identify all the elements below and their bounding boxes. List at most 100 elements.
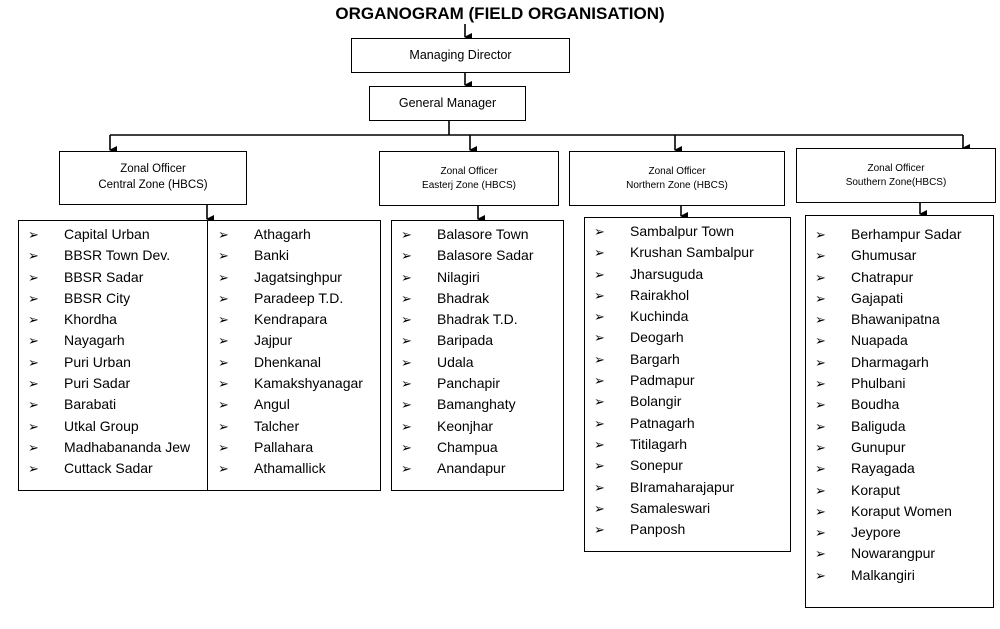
list-item: ➢Jagatsinghpur	[218, 267, 378, 288]
list-item: ➢Berhampur Sadar	[815, 224, 993, 245]
list-item: ➢Padmapur	[594, 370, 789, 391]
zone-box-eastern: Zonal Officer Easterj Zone (HBCS)	[379, 151, 559, 206]
arrow-bullet-icon: ➢	[815, 503, 826, 519]
arrow-bullet-icon: ➢	[401, 333, 412, 349]
list-item: ➢ Barabati	[28, 394, 208, 415]
list-item: ➢Bhadrak T.D.	[401, 309, 561, 330]
list-item: ➢BBSR City	[28, 288, 208, 309]
arrow-bullet-icon: ➢	[28, 227, 39, 242]
list-item: ➢Talcher	[218, 416, 378, 437]
list-item: ➢ Nayagarh	[28, 330, 208, 351]
list-item-label: Anandapur	[437, 460, 506, 477]
list-item-label: Bhadrak	[437, 289, 490, 306]
list-item-label: Kendrapara	[254, 311, 328, 328]
central-zone-list-left: ➢Capital Urban➢BBSR Town Dev.➢BBSR Sadar…	[28, 224, 208, 480]
list-item-label: Pallahara	[254, 438, 314, 455]
list-item-label: Nayagarh	[64, 332, 125, 349]
list-item-label: Khordha	[64, 311, 117, 328]
list-item-label: Baripada	[437, 332, 494, 349]
list-item-label: Panposh	[630, 521, 686, 538]
list-item-label: Titilagarh	[630, 435, 688, 452]
list-item: ➢Banki	[218, 245, 378, 266]
list-item-label: Koraput	[851, 481, 901, 498]
list-item: ➢Rayagada	[815, 458, 993, 479]
list-item: ➢ Gunupur	[815, 437, 993, 458]
list-item: ➢ Dharmagarh	[815, 352, 993, 373]
arrow-bullet-icon: ➢	[218, 397, 229, 413]
arrow-bullet-icon: ➢	[815, 546, 826, 562]
list-item: ➢Capital Urban	[28, 224, 208, 245]
arrow-bullet-icon: ➢	[815, 269, 826, 285]
central-zone-list-right: ➢Athagarh➢Banki➢Jagatsinghpur➢Paradeep T…	[218, 224, 378, 480]
list-item: ➢Udala	[401, 352, 561, 373]
arrow-bullet-icon: ➢	[594, 500, 605, 516]
arrow-bullet-icon: ➢	[28, 333, 39, 349]
list-item: ➢Bhadrak	[401, 288, 561, 309]
list-item-label: Deogarh	[630, 329, 684, 346]
arrow-bullet-icon: ➢	[815, 567, 826, 583]
list-item: ➢ Angul	[218, 394, 378, 415]
arrow-bullet-icon: ➢	[401, 248, 412, 264]
zone-name-label: Central Zone (HBCS)	[98, 179, 208, 191]
list-item: ➢Dhenkanal	[218, 352, 378, 373]
managing-director-label: Managing Director	[409, 48, 512, 63]
list-item: ➢Koraput Women	[815, 501, 993, 522]
list-item-label: Malkangiri	[851, 566, 915, 583]
arrow-bullet-icon: ➢	[815, 354, 826, 370]
list-item-label: Samaleswari	[630, 499, 711, 516]
arrow-bullet-icon: ➢	[218, 248, 229, 264]
arrow-bullet-icon: ➢	[594, 458, 605, 474]
list-item-label: Padmapur	[630, 372, 695, 389]
arrow-bullet-icon: ➢	[594, 330, 605, 346]
list-item-label: Sonepur	[630, 457, 683, 474]
list-item: ➢BIramaharajapur	[594, 477, 789, 498]
arrow-bullet-icon: ➢	[815, 461, 826, 477]
list-item: ➢Puri Urban	[28, 352, 208, 373]
zone-officer-label: Zonal Officer	[440, 166, 498, 177]
list-item-label: Baliguda	[851, 417, 906, 434]
list-item-label: Kamakshyanagar	[254, 375, 363, 392]
arrow-bullet-icon: ➢	[28, 290, 39, 306]
list-item-label: Nuapada	[851, 332, 908, 349]
list-item: ➢ Kuchinda	[594, 306, 789, 327]
list-item-label: Boudha	[851, 396, 900, 413]
southern-zone-list-box	[805, 215, 994, 608]
list-item: ➢Patnagarh	[594, 413, 789, 434]
general-manager-label: General Manager	[398, 96, 497, 111]
arrow-bullet-icon: ➢	[28, 248, 39, 264]
list-item: ➢Kendrapara	[218, 309, 378, 330]
list-item-label: Bhadrak T.D.	[437, 311, 518, 328]
arrow-bullet-icon: ➢	[28, 397, 39, 413]
list-item-label: Barabati	[64, 396, 117, 413]
arrow-bullet-icon: ➢	[815, 439, 826, 455]
arrow-bullet-icon: ➢	[401, 227, 412, 242]
list-item-label: Bolangir	[630, 393, 682, 410]
arrow-bullet-icon: ➢	[815, 482, 826, 498]
list-item: ➢ Balasore Town	[401, 224, 561, 245]
list-item-label: Balasore Town	[437, 226, 529, 242]
arrow-bullet-icon: ➢	[594, 415, 605, 431]
list-item-label: BBSR Sadar	[64, 268, 144, 285]
list-item-label: Angul	[254, 396, 290, 413]
arrow-bullet-icon: ➢	[401, 439, 412, 455]
list-item-label: Athamallick	[254, 460, 326, 477]
list-item-label: BBSR Town Dev.	[64, 247, 171, 264]
arrow-bullet-icon: ➢	[28, 376, 39, 392]
list-item-label: Talcher	[254, 417, 300, 434]
zone-box-central: Zonal Officer Central Zone (HBCS)	[59, 151, 247, 205]
managing-director-box: Managing Director	[351, 38, 570, 73]
list-item-label: Dharmagarh	[851, 353, 929, 370]
list-item-label: Chatrapur	[851, 268, 914, 285]
arrow-bullet-icon: ➢	[594, 309, 605, 325]
arrow-bullet-icon: ➢	[815, 397, 826, 413]
eastern-zone-list: ➢Balasore Town➢Balasore Sadar➢Nilagiri➢B…	[401, 224, 561, 480]
list-item-label: Gunupur	[851, 438, 906, 455]
list-item: ➢Athamallick	[218, 458, 378, 479]
arrow-bullet-icon: ➢	[594, 479, 605, 495]
list-item: ➢Baliguda	[815, 416, 993, 437]
list-item-label: Kuchinda	[630, 308, 689, 325]
arrow-bullet-icon: ➢	[594, 351, 605, 367]
list-item: ➢Keonjhar	[401, 416, 561, 437]
arrow-bullet-icon: ➢	[815, 227, 826, 242]
arrow-bullet-icon: ➢	[594, 436, 605, 452]
